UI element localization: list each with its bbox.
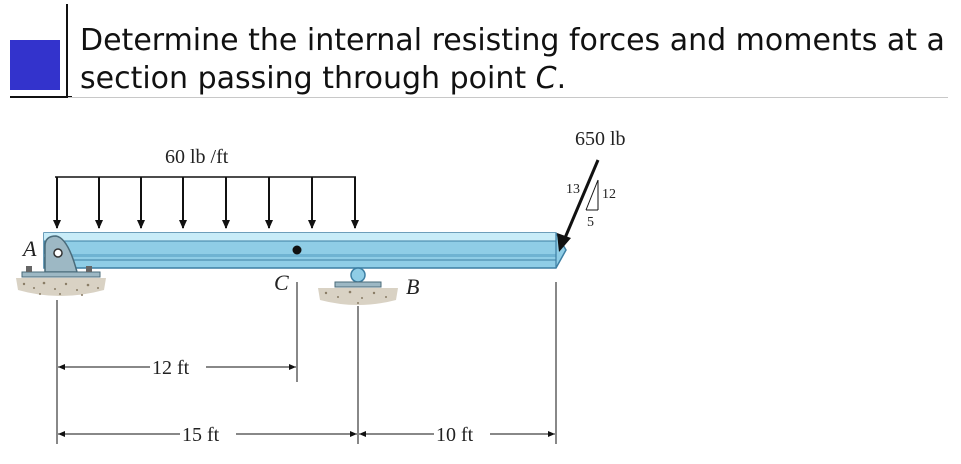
pin-support-a: A: [16, 235, 106, 296]
point-load: 650 lb: [557, 128, 626, 252]
dimension-ac: 12 ft: [58, 357, 296, 379]
point-c-marker: [292, 245, 302, 255]
beam: [43, 232, 567, 269]
point-load-label: 650 lb: [575, 128, 626, 150]
distributed-load-label: 60 lb /ft: [165, 146, 229, 168]
slope-hyp-label: 13: [566, 182, 580, 197]
problem-line-2: section passing through point C.: [80, 60, 945, 98]
title-horizontal-rule: [10, 96, 72, 98]
extension-lines: [56, 282, 557, 444]
slope-triangle: 13 12 5: [566, 179, 616, 230]
point-a-label: A: [21, 236, 37, 261]
dimension-ab: 15 ft: [58, 424, 357, 446]
slope-horiz-label: 5: [587, 215, 594, 230]
dim-ab-label: 15 ft: [182, 424, 220, 446]
load-arrows: [53, 177, 359, 229]
dim-ac-label: 12 ft: [152, 357, 190, 379]
problem-line-1: Determine the internal resisting forces …: [80, 23, 945, 58]
problem-statement: Determine the internal resisting forces …: [80, 22, 945, 98]
problem-line-2-suffix: .: [556, 61, 567, 96]
problem-line-2-prefix: section passing through point: [80, 61, 536, 96]
problem-point-label: C: [535, 61, 557, 96]
distributed-load: 60 lb /ft: [53, 146, 359, 229]
title-underline: [68, 97, 948, 98]
point-c-label: C: [274, 270, 289, 295]
point-b-label: B: [406, 274, 419, 299]
dimension-b-end: 10 ft: [359, 424, 555, 446]
title-vertical-rule: [66, 4, 68, 96]
slope-vert-label: 12: [602, 187, 616, 202]
dim-b-end-label: 10 ft: [436, 424, 474, 446]
roller-support-b: B: [318, 267, 419, 305]
slide-bullet-square: [10, 40, 60, 90]
